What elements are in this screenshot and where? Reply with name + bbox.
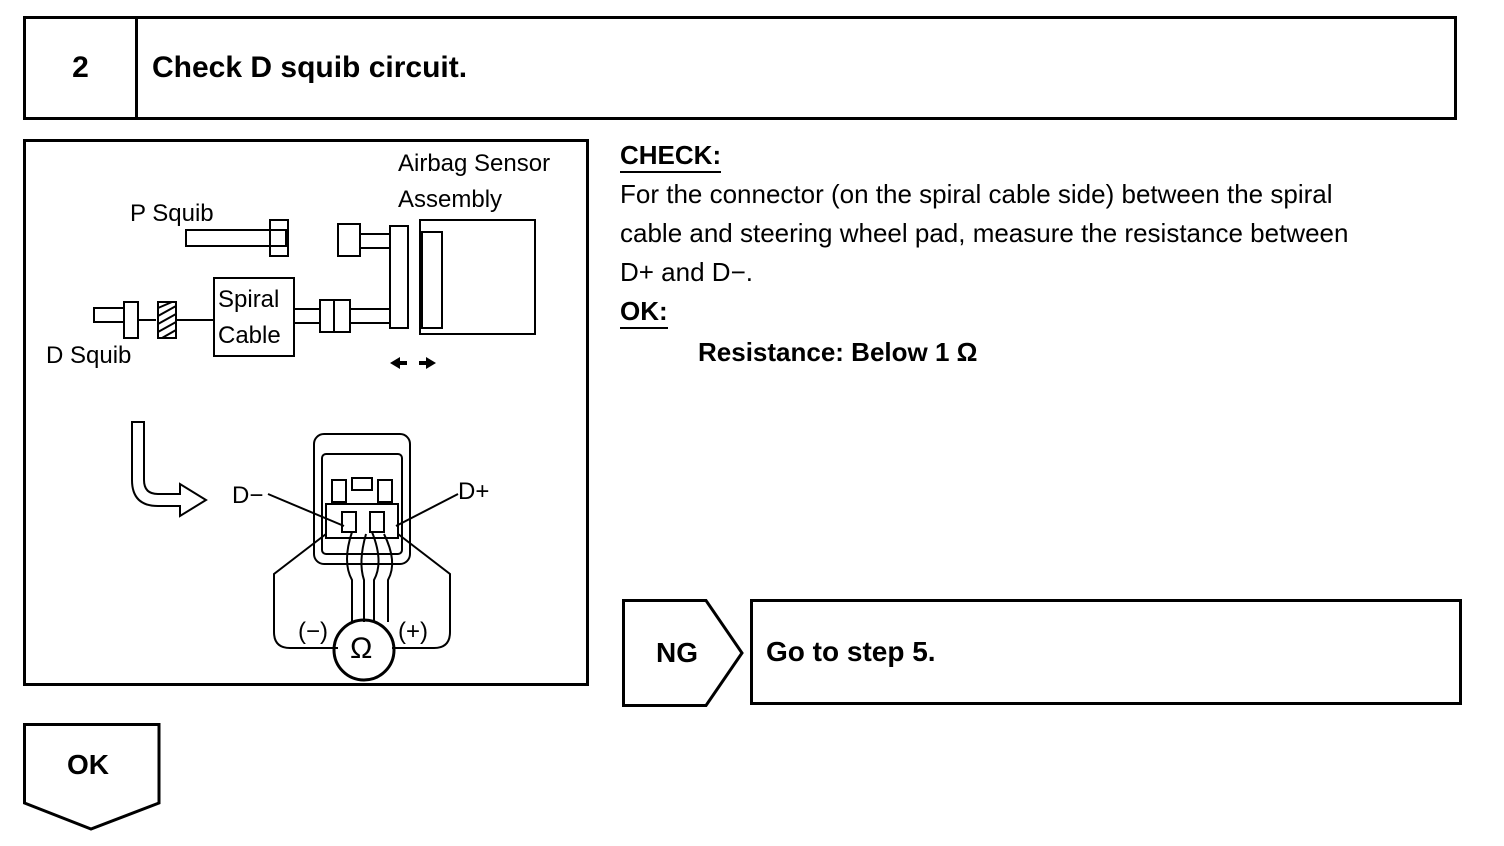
ok-heading: OK:	[620, 295, 668, 329]
label-d-minus: D−	[232, 482, 264, 509]
p-squib-wire	[185, 229, 287, 247]
check-section: CHECK: For the connector (on the spiral …	[620, 136, 1470, 373]
ohm-symbol: Ω	[350, 632, 373, 665]
ok-flag-shape	[23, 723, 161, 831]
label-d-squib: D Squib	[46, 342, 132, 369]
label-airbag-sensor-line2: Assembly	[398, 186, 503, 213]
ng-result: NG	[622, 599, 746, 712]
d-minus-leader	[267, 493, 345, 527]
step-title: Check D squib circuit.	[152, 51, 468, 84]
check-line-3: D+ and D−.	[620, 257, 753, 287]
ok-result: OK	[23, 723, 163, 838]
p-squib-plug	[269, 219, 289, 257]
d-squib-wire	[93, 307, 125, 323]
circuit-diagram: Airbag Sensor Assembly P Squib D Squib S…	[23, 139, 589, 686]
check-line-1: For the connector (on the spiral cable s…	[620, 179, 1333, 209]
check-heading: CHECK:	[620, 139, 722, 173]
label-p-squib: P Squib	[130, 200, 214, 227]
ng-label: NG	[656, 637, 698, 668]
d-squib-plug	[123, 301, 139, 339]
airbag-sensor-assembly	[419, 219, 536, 335]
label-airbag-sensor-line1: Airbag Sensor	[398, 150, 551, 177]
label-spiral-line2: Cable	[218, 322, 281, 349]
bent-arrow-icon	[131, 421, 208, 518]
meter-housing	[273, 533, 451, 649]
ohmmeter-icon	[332, 618, 396, 682]
d-plus-leader	[395, 493, 459, 527]
sensor-plug-upper	[337, 223, 361, 257]
sensor-connector-block	[389, 225, 409, 329]
circuit-drawing	[93, 219, 536, 682]
ng-flag-shape	[622, 599, 744, 707]
label-meter-minus: (−)	[298, 618, 328, 645]
label-d-plus: D+	[458, 478, 490, 505]
label-spiral-line1: Spiral	[218, 286, 280, 313]
resistance-spec: Resistance: Below 1 Ω	[698, 337, 978, 367]
ng-action: Go to step 5.	[750, 599, 1462, 705]
step-header: 2 Check D squib circuit.	[23, 16, 1457, 120]
check-line-2: cable and steering wheel pad, measure th…	[620, 218, 1349, 248]
ok-label: OK	[67, 749, 109, 780]
slide-direction-arrows-icon	[390, 357, 436, 369]
label-meter-plus: (+)	[398, 618, 428, 645]
step-number: 2	[26, 19, 138, 117]
